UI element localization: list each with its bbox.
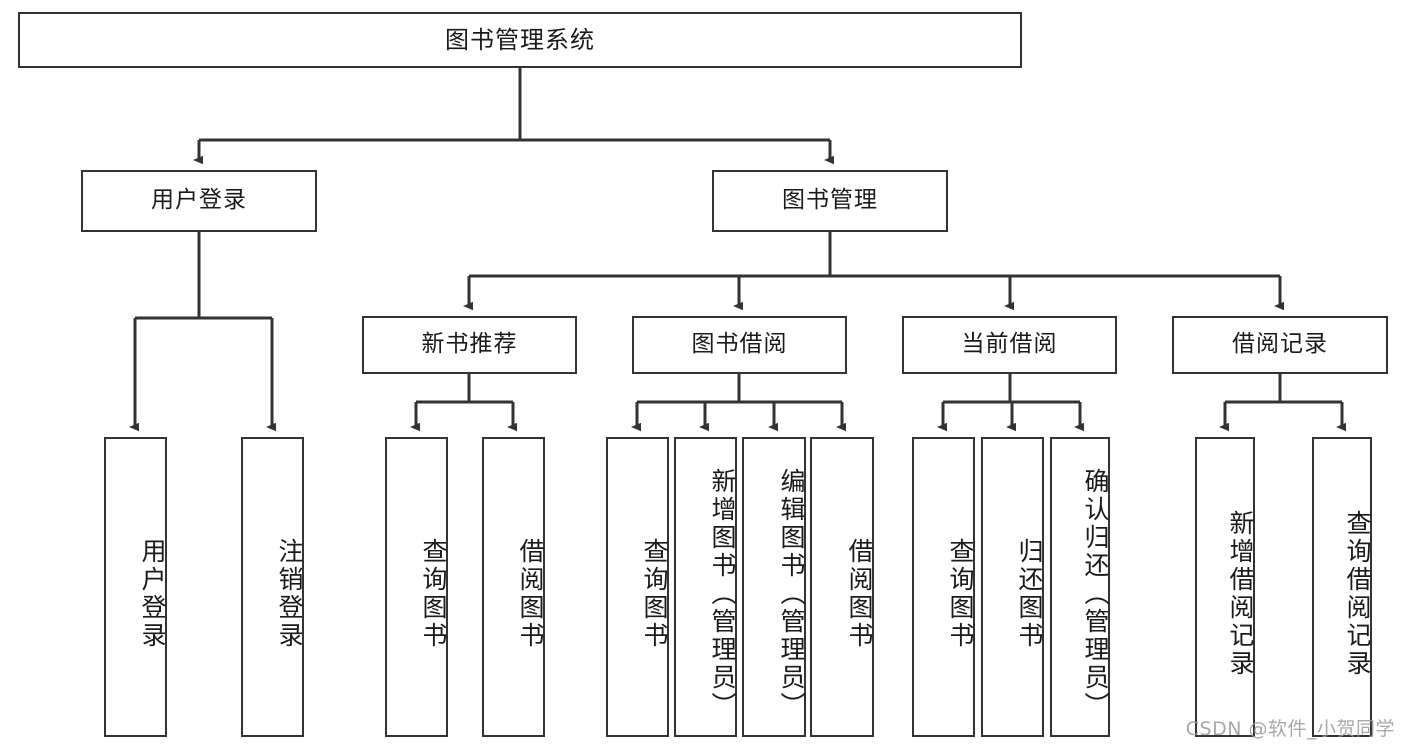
leaf-add-book-admin[interactable]: 新增图书（管理员） <box>674 437 737 737</box>
node-root-system[interactable]: 图书管理系统 <box>18 12 1022 68</box>
leaf-return-book[interactable]: 归还图书 <box>981 437 1044 737</box>
csdn-watermark: CSDN @软件_小贺同学 <box>1185 718 1395 740</box>
node-label: 用户登录 <box>151 187 247 214</box>
leaf-edit-book-admin[interactable]: 编辑图书（管理员） <box>742 437 806 737</box>
node-label: 查询图书 <box>946 538 975 650</box>
node-label: 借阅图书 <box>845 538 874 650</box>
node-label: 编辑图书（管理员） <box>777 468 806 720</box>
node-label: 新增借阅记录 <box>1226 510 1255 678</box>
leaf-add-borrow-record[interactable]: 新增借阅记录 <box>1195 437 1255 737</box>
leaf-borrow-book-new[interactable]: 借阅图书 <box>482 437 545 737</box>
node-label: 查询借阅记录 <box>1343 510 1372 678</box>
node-label: 新增图书（管理员） <box>708 468 737 720</box>
leaf-borrow-book[interactable]: 借阅图书 <box>810 437 874 737</box>
node-book-management[interactable]: 图书管理 <box>712 170 948 232</box>
node-label: 用户登录 <box>138 538 167 650</box>
node-label: 图书管理 <box>782 187 878 214</box>
node-user-login[interactable]: 用户登录 <box>81 170 317 232</box>
node-label: 注销登录 <box>275 538 304 650</box>
node-label: 查询图书 <box>640 538 669 650</box>
node-current-borrow[interactable]: 当前借阅 <box>902 316 1117 374</box>
node-label: 借阅记录 <box>1232 331 1328 358</box>
node-label: 图书借阅 <box>691 331 788 358</box>
leaf-query-book-borrow[interactable]: 查询图书 <box>606 437 669 737</box>
node-label: 当前借阅 <box>961 331 1058 358</box>
node-label: 归还图书 <box>1015 538 1044 650</box>
node-borrow-record[interactable]: 借阅记录 <box>1172 316 1388 374</box>
node-label: 借阅图书 <box>516 538 545 650</box>
node-book-borrow[interactable]: 图书借阅 <box>632 316 847 374</box>
node-label: 查询图书 <box>419 538 448 650</box>
leaf-query-borrow-record[interactable]: 查询借阅记录 <box>1312 437 1372 737</box>
leaf-user-login[interactable]: 用户登录 <box>104 437 167 737</box>
node-label: 新书推荐 <box>421 331 518 358</box>
leaf-logout[interactable]: 注销登录 <box>241 437 304 737</box>
leaf-query-book-current[interactable]: 查询图书 <box>912 437 975 737</box>
node-new-book-recommend[interactable]: 新书推荐 <box>362 316 577 374</box>
leaf-query-book-new[interactable]: 查询图书 <box>385 437 448 737</box>
node-label: 确认归还（管理员） <box>1081 468 1110 720</box>
node-label: 图书管理系统 <box>445 25 595 54</box>
leaf-confirm-return-admin[interactable]: 确认归还（管理员） <box>1050 437 1110 737</box>
